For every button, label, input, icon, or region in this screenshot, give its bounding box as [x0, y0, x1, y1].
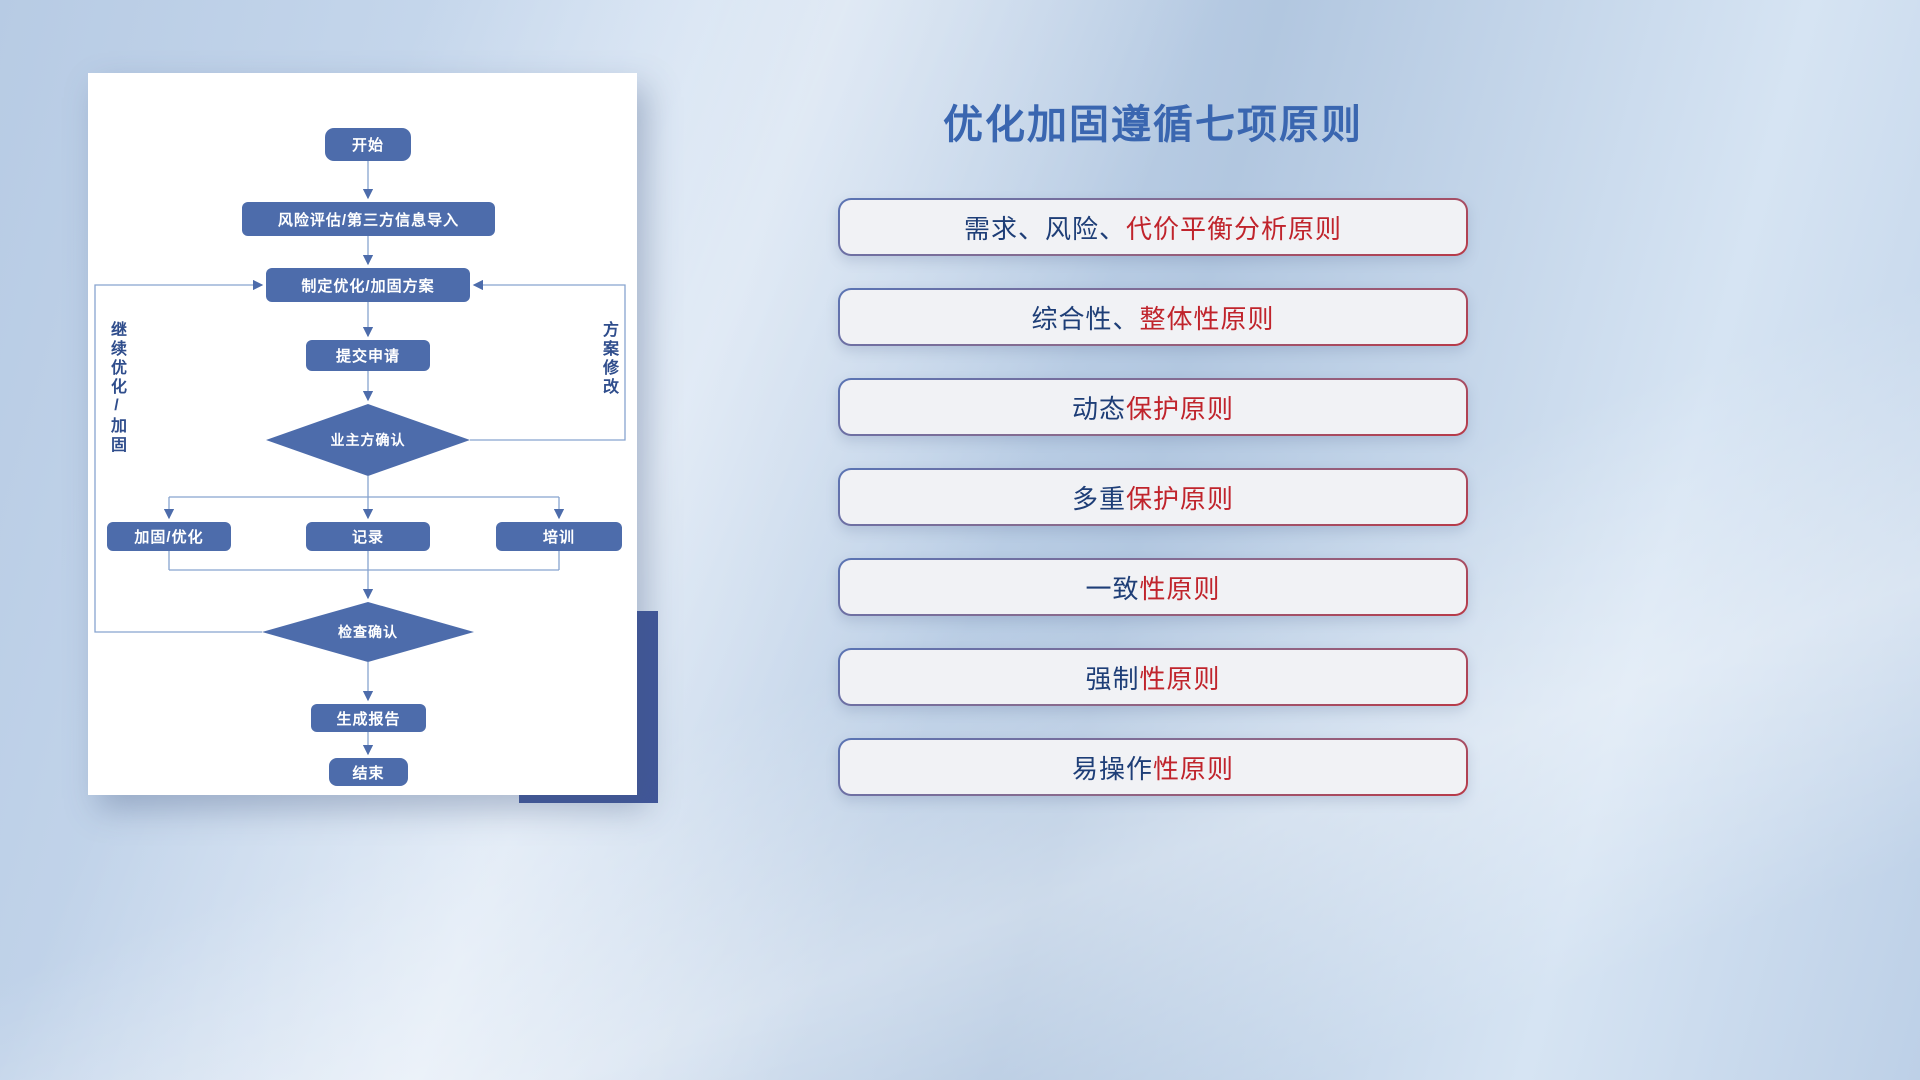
principle-text: 易操作性原则: [840, 740, 1466, 794]
principle-text: 多重保护原则: [840, 470, 1466, 524]
principle-card: 一致性原则: [838, 558, 1468, 616]
flowchart-panel: 开始 风险评估/第三方信息导入 制定优化/加固方案 提交申请 业主方确认 加固/…: [88, 73, 637, 795]
principle-text-primary: 易操作: [1071, 753, 1153, 784]
principle-text-secondary: 保护原则: [1126, 393, 1235, 424]
flow-node-train: 培训: [496, 522, 622, 551]
principle-text: 需求、风险、代价平衡分析原则: [840, 200, 1466, 254]
principle-text-secondary: 性原则: [1153, 753, 1235, 784]
principle-text-primary: 综合性、: [1031, 303, 1140, 334]
principles-list: 需求、风险、代价平衡分析原则 综合性、整体性原则 动态保护原则 多重保护原则 一…: [838, 198, 1468, 828]
flow-node-report: 生成报告: [311, 704, 426, 732]
principle-text-primary: 动态: [1071, 393, 1126, 424]
principle-text-primary: 一致: [1085, 573, 1140, 604]
principle-text-secondary: 性原则: [1139, 663, 1221, 694]
principle-text-secondary: 代价平衡分析原则: [1126, 213, 1343, 244]
principle-text: 综合性、整体性原则: [840, 290, 1466, 344]
principle-text-secondary: 保护原则: [1126, 483, 1235, 514]
loop-label-continue: 继续优化/加固: [108, 321, 125, 455]
principle-text-primary: 需求、风险、: [963, 213, 1126, 244]
principle-text-secondary: 性原则: [1139, 573, 1221, 604]
flow-node-submit: 提交申请: [306, 340, 430, 371]
flowchart-connectors: [94, 161, 626, 756]
page-title: 优化加固遵循七项原则: [943, 103, 1363, 147]
flow-node-make-plan: 制定优化/加固方案: [266, 268, 470, 302]
flow-node-harden: 加固/优化: [107, 522, 231, 551]
principle-text-secondary: 整体性原则: [1139, 303, 1275, 334]
principle-card: 动态保护原则: [838, 378, 1468, 436]
principle-card: 易操作性原则: [838, 738, 1468, 796]
principle-text: 动态保护原则: [840, 380, 1466, 434]
flow-node-risk-import: 风险评估/第三方信息导入: [242, 202, 495, 236]
principle-text: 强制性原则: [840, 650, 1466, 704]
flow-node-start: 开始: [325, 128, 411, 161]
principle-text-primary: 强制: [1085, 663, 1140, 694]
flow-node-record: 记录: [306, 522, 430, 551]
principle-card: 强制性原则: [838, 648, 1468, 706]
principle-text: 一致性原则: [840, 560, 1466, 614]
principle-card: 多重保护原则: [838, 468, 1468, 526]
loop-label-modify: 方案修改: [600, 321, 617, 397]
principle-card: 综合性、整体性原则: [838, 288, 1468, 346]
flow-node-end: 结束: [329, 758, 408, 786]
principle-text-primary: 多重: [1071, 483, 1126, 514]
principle-card: 需求、风险、代价平衡分析原则: [838, 198, 1468, 256]
